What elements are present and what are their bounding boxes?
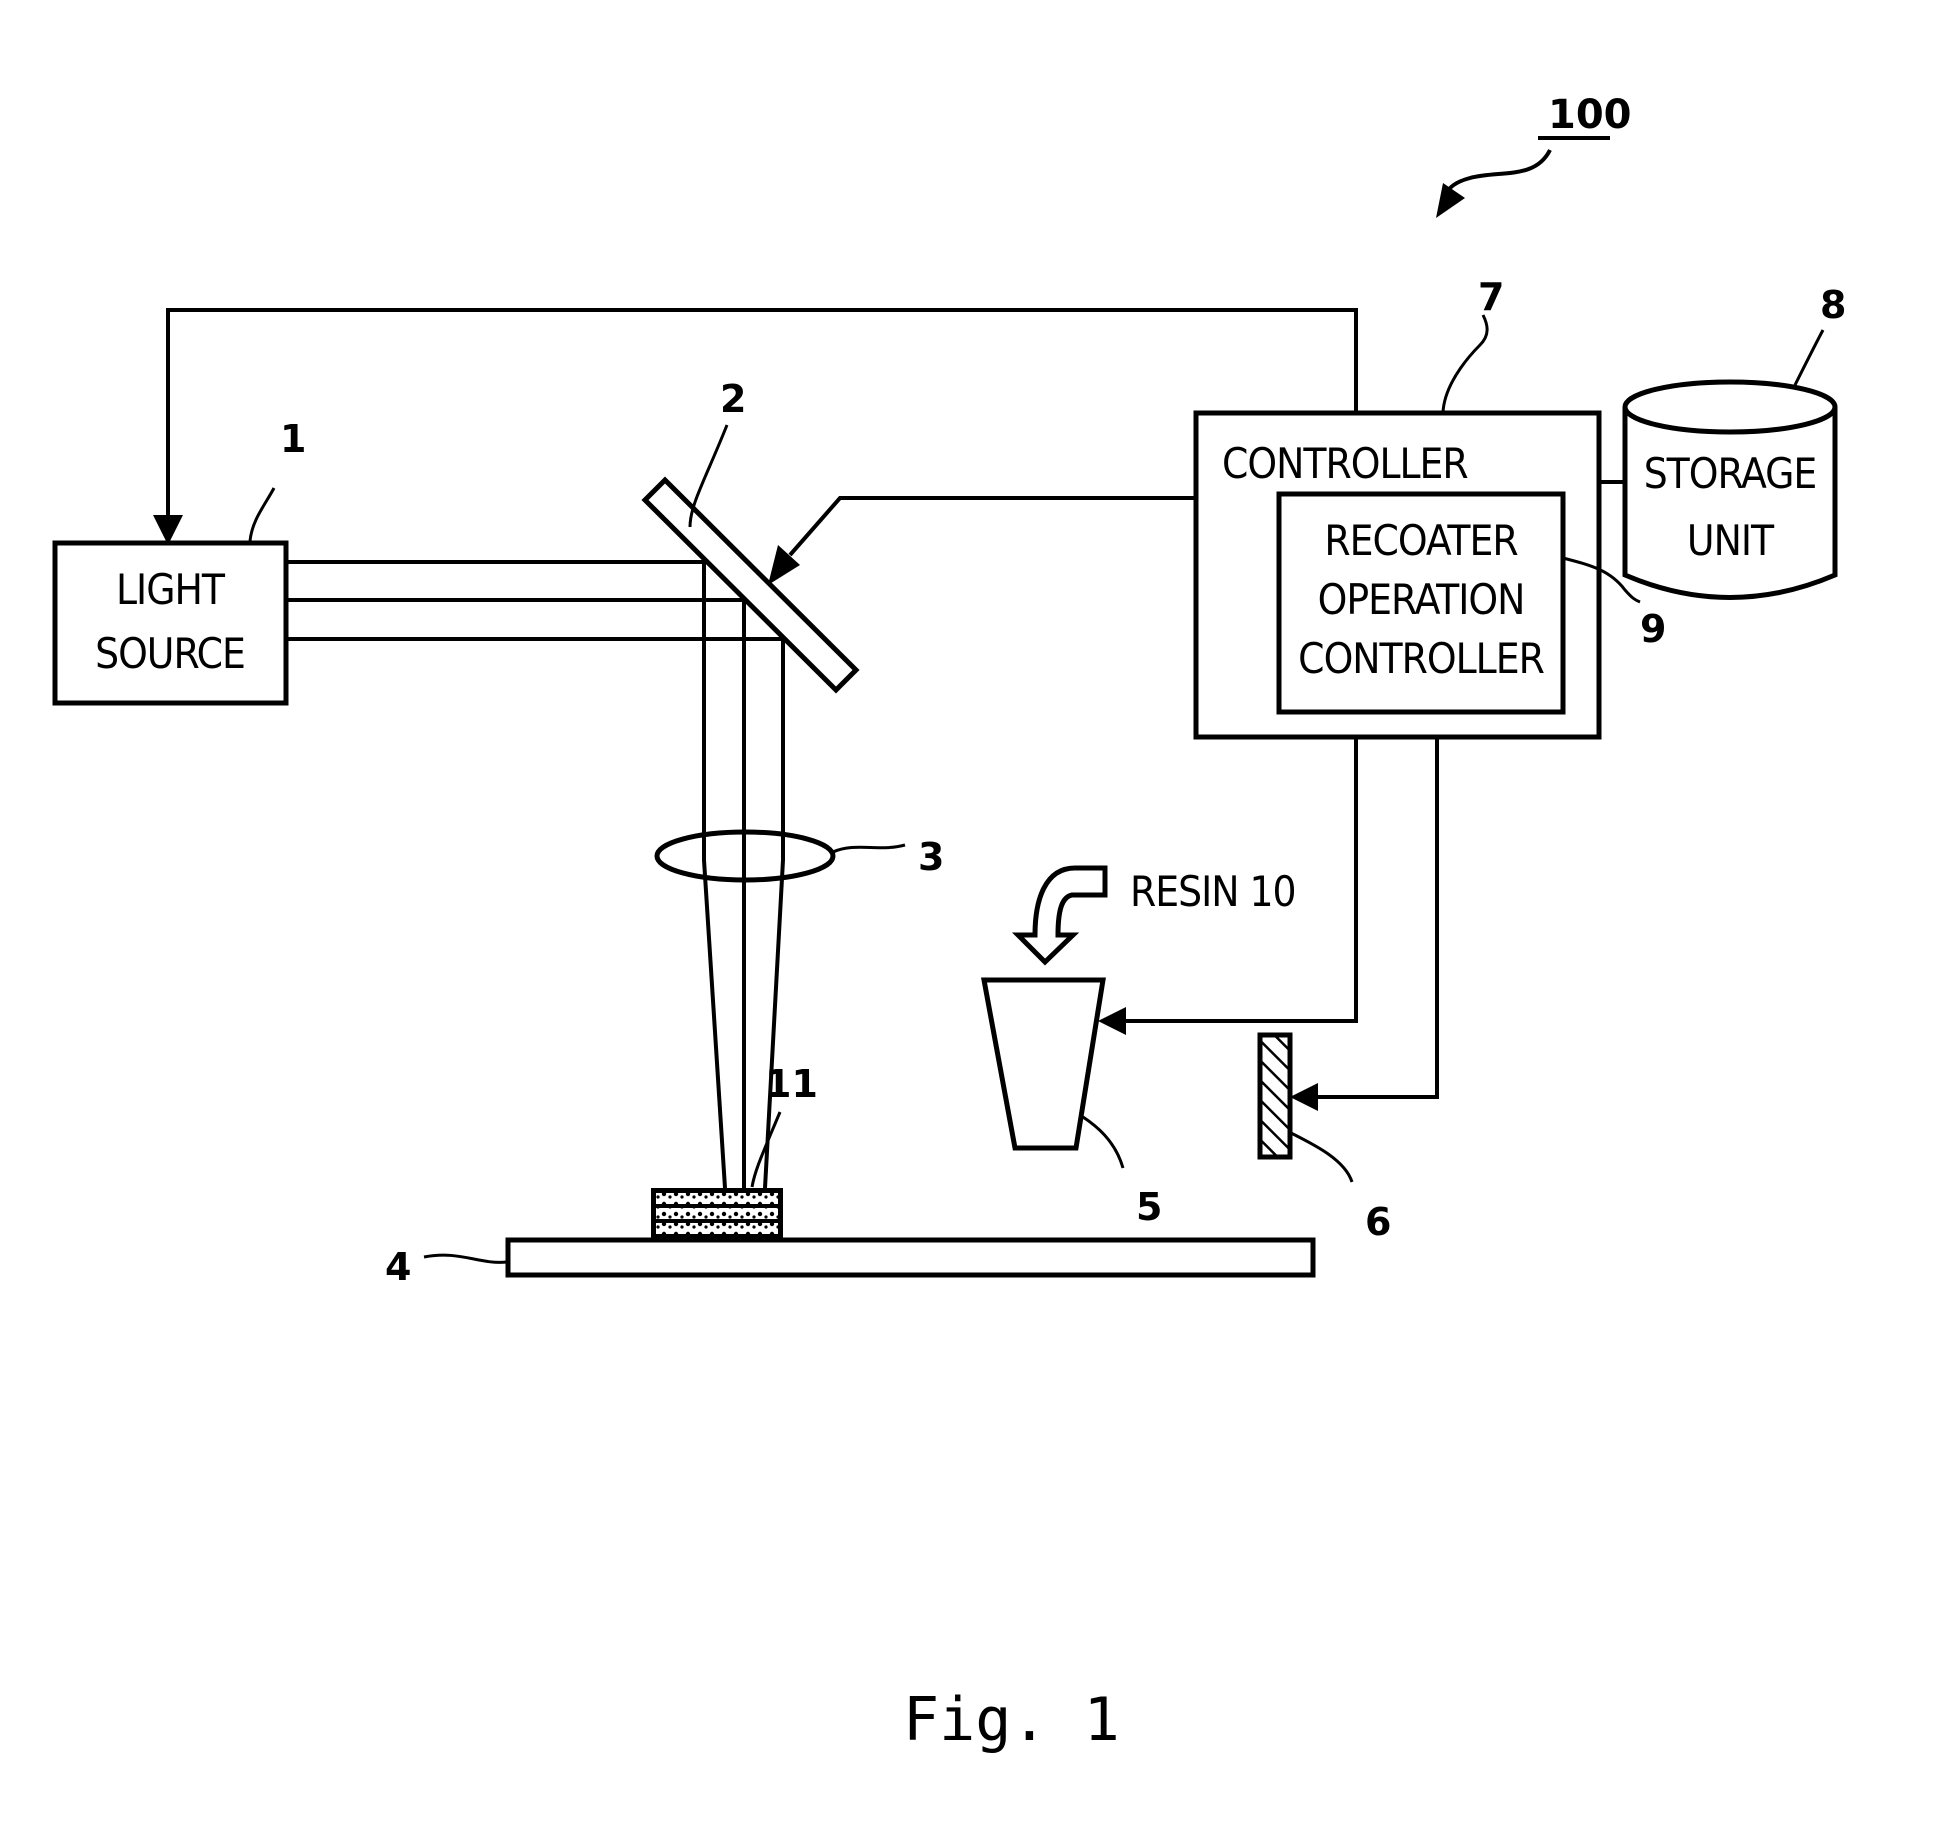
system-ref-leader — [1446, 150, 1550, 195]
base-plate-rect — [508, 1240, 1313, 1275]
base-plate-leader — [424, 1255, 507, 1262]
shaped-object-ref: 11 — [765, 1062, 818, 1106]
layer — [656, 1208, 778, 1219]
controller-ref: 7 — [1478, 275, 1504, 319]
mirror-ref: 2 — [720, 377, 746, 421]
light-source-label-line2: SOURCE — [95, 629, 245, 678]
mirror: 2 — [645, 377, 856, 690]
recoater-ref: 6 — [1365, 1200, 1391, 1244]
recoater-arrowhead-icon — [1290, 1083, 1318, 1111]
dispenser-body — [984, 980, 1103, 1148]
controller-leader — [1443, 315, 1487, 412]
light-source-control-line — [168, 310, 1356, 520]
light-source: LIGHT SOURCE 1 — [55, 417, 306, 703]
horizontal-beams — [287, 562, 783, 639]
resin-supply: RESIN 10 — [1018, 867, 1296, 962]
recoater-operation-controller: RECOATER OPERATION CONTROLLER 9 — [1279, 494, 1666, 712]
recoater-leader — [1291, 1133, 1352, 1182]
lens-leader — [833, 845, 905, 852]
storage-ref: 8 — [1820, 283, 1846, 327]
shaped-object: 11 — [651, 1062, 818, 1240]
recoater-blade — [1260, 1035, 1290, 1157]
storage-label-line1: STORAGE — [1644, 449, 1817, 498]
resin-dispenser: 5 — [984, 980, 1162, 1229]
controller-label: CONTROLLER — [1222, 439, 1468, 488]
lens: 3 — [657, 832, 944, 880]
system-ref-arrowhead-icon — [1436, 183, 1465, 218]
mirror-control-line — [790, 498, 1196, 555]
storage-cylinder-body — [1625, 407, 1835, 598]
light-source-label-line1: LIGHT — [116, 565, 226, 614]
storage-cylinder-top — [1625, 382, 1835, 432]
light-source-ref: 1 — [280, 417, 306, 461]
layer — [656, 1223, 778, 1234]
dispenser-arrowhead-icon — [1098, 1007, 1126, 1035]
system-reference: 100 — [1436, 92, 1632, 218]
light-source-leader — [250, 488, 274, 541]
layer — [656, 1193, 778, 1204]
recoater: 6 — [1260, 1035, 1391, 1244]
beam-line — [704, 562, 725, 1188]
resin-arrow-icon — [1018, 868, 1105, 962]
figure-caption: Fig. 1 — [903, 1685, 1120, 1755]
roc-label-line3: CONTROLLER — [1298, 634, 1544, 683]
roc-label-line1: RECOATER — [1324, 516, 1518, 565]
roc-ref: 9 — [1640, 607, 1666, 651]
recoater-control-line — [1316, 737, 1437, 1097]
dispenser-ref: 5 — [1136, 1185, 1162, 1229]
roc-label-line2: OPERATION — [1318, 575, 1525, 624]
dispenser-leader — [1083, 1117, 1123, 1168]
system-ref-label: 100 — [1548, 92, 1632, 138]
base-plate-ref: 4 — [385, 1245, 411, 1289]
storage-label-line2: UNIT — [1687, 516, 1775, 565]
storage-leader — [1795, 330, 1823, 385]
base-plate: 4 — [385, 1240, 1313, 1289]
lens-ref: 3 — [918, 835, 944, 879]
resin-label: RESIN 10 — [1130, 867, 1296, 916]
storage-unit: STORAGE UNIT 8 — [1599, 283, 1846, 598]
mirror-plate — [645, 480, 856, 690]
